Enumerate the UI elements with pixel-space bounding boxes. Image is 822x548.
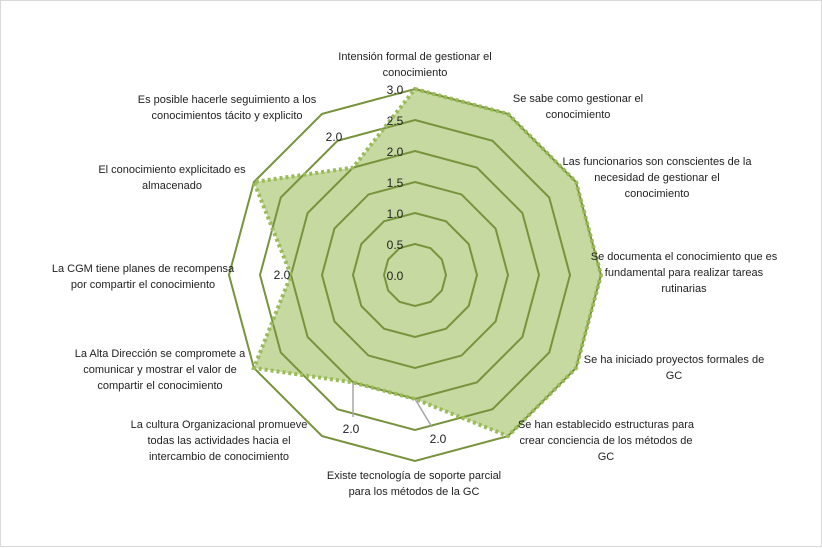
data-label: 2.0: [343, 422, 360, 436]
data-label: 2.0: [274, 268, 291, 282]
grid-ring: [351, 211, 479, 339]
tick-label: 2.0: [387, 145, 404, 159]
tick-label: 2.5: [387, 114, 404, 128]
tick-label: 0.0: [387, 269, 404, 283]
tick-label: 3.0: [387, 83, 404, 97]
grid-ring: [320, 180, 510, 370]
series-line: [251, 86, 604, 439]
data-label: 2.0: [430, 432, 447, 446]
grid-ring: [382, 242, 448, 308]
series-area: [253, 89, 601, 437]
tick-label: 1.0: [387, 207, 404, 221]
grid-ring: [258, 118, 572, 432]
tick-label: 1.5: [387, 176, 404, 190]
leader-line: [414, 398, 433, 428]
data-label: 2.0: [326, 130, 343, 144]
tick-label: 0.5: [387, 238, 404, 252]
